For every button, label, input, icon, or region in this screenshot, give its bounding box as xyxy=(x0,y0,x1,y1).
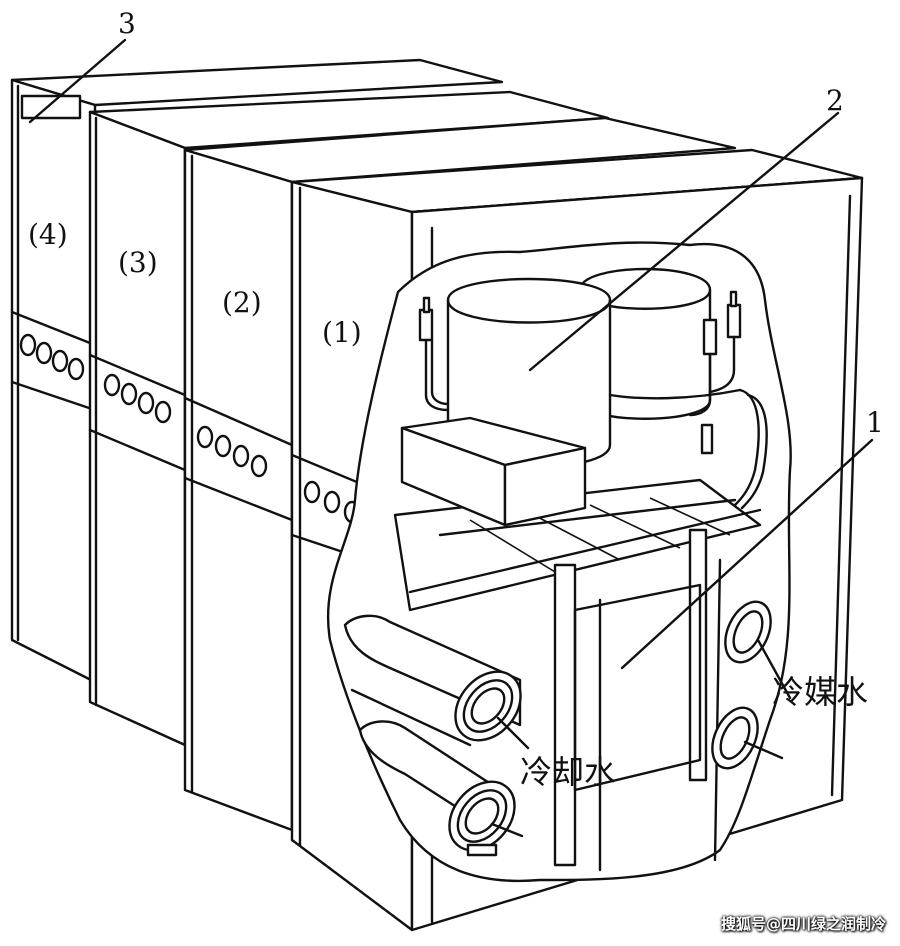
cooling-water-nozzle-lower xyxy=(448,780,516,857)
module-4-label: (4) xyxy=(28,218,68,251)
cooling-water-label: 冷却水 xyxy=(520,753,616,791)
leader-lines xyxy=(28,38,874,838)
module-3-label: (3) xyxy=(118,246,158,279)
refrigerant-piping xyxy=(418,290,768,510)
chilled-water-label: 冷媒水 xyxy=(772,673,868,711)
module-2-label: (2) xyxy=(222,286,262,319)
callout-2-label: 2 xyxy=(826,84,844,117)
chilled-water-nozzle-upper xyxy=(724,600,772,664)
module-2-ports xyxy=(196,425,268,478)
callout-1-label: 1 xyxy=(866,406,884,439)
module-3-ports xyxy=(103,373,172,424)
electrical-box xyxy=(400,416,587,527)
module-4-ports xyxy=(19,333,85,381)
callout-3-label: 3 xyxy=(118,7,136,40)
watermark-text: 搜狐号@四川绿之润制冷 xyxy=(720,915,886,933)
module-4-cabinet xyxy=(10,58,504,684)
module-1-label: (1) xyxy=(322,316,362,349)
module-2-cabinet xyxy=(183,116,737,832)
